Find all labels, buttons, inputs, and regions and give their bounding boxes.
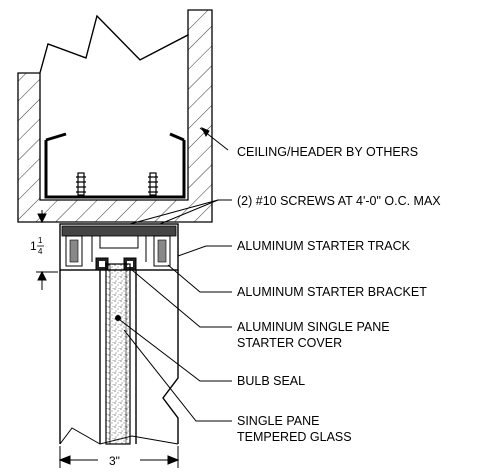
callout-cover-line2: STARTER COVER xyxy=(237,336,342,350)
callout-glass-line2: TEMPERED GLASS xyxy=(237,430,352,444)
track-height-den: 4 xyxy=(38,247,43,256)
callout-ceiling: CEILING/HEADER BY OTHERS xyxy=(237,145,418,159)
callout-cover-line1: ALUMINUM SINGLE PANE xyxy=(237,320,390,334)
track-height-whole: 1 xyxy=(30,239,37,253)
callout-glass-line1: SINGLE PANE xyxy=(237,414,319,428)
tempered-glass xyxy=(105,263,131,445)
ceiling-header xyxy=(17,9,213,223)
callout-bracket: ALUMINUM STARTER BRACKET xyxy=(237,285,427,299)
header-channel xyxy=(44,132,186,199)
screw-right xyxy=(148,172,158,196)
leader-lines xyxy=(119,127,232,422)
callout-seal: BULB SEAL xyxy=(237,374,305,388)
callout-track: ALUMINUM STARTER TRACK xyxy=(237,239,411,253)
lower-frame xyxy=(59,270,179,445)
bulb-seal xyxy=(115,315,121,321)
starter-track xyxy=(59,223,179,271)
width-dimension-text: 3" xyxy=(109,454,120,468)
screw-left xyxy=(76,172,86,196)
dimension-track-height xyxy=(36,210,58,290)
track-height-num: 1 xyxy=(38,236,43,245)
callout-screws: (2) #10 SCREWS AT 4'-0" O.C. MAX xyxy=(237,194,441,208)
dimension-width xyxy=(58,446,180,468)
